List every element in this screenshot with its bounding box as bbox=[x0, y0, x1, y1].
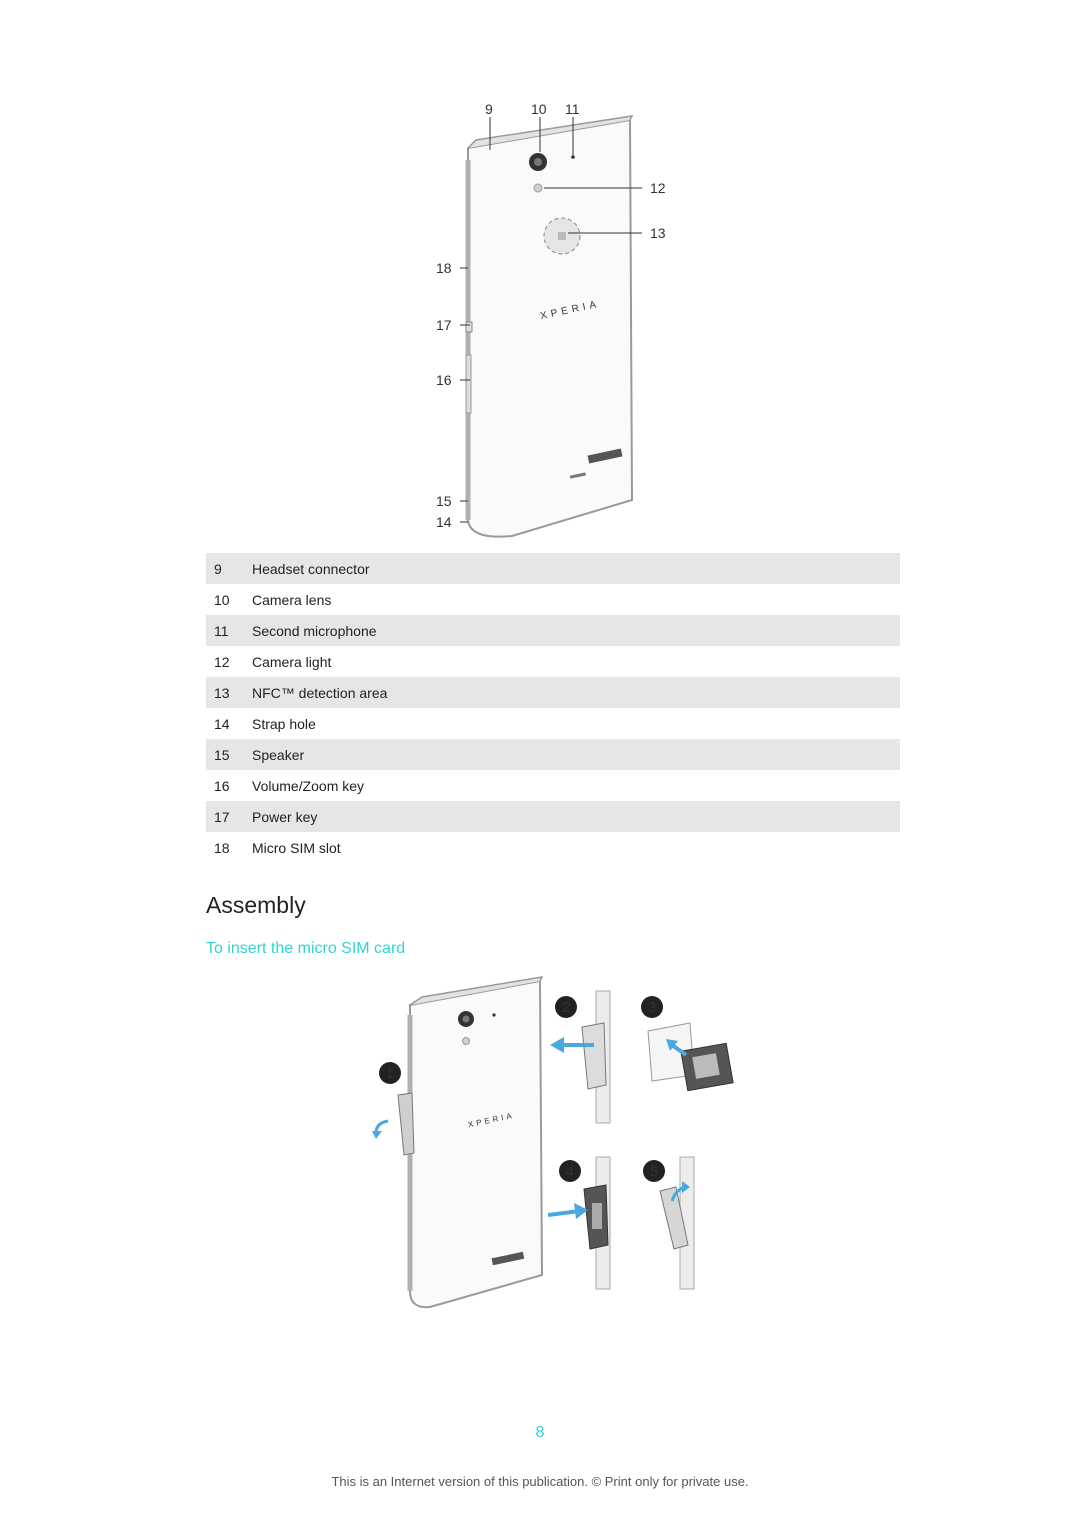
step-4-label: 4 bbox=[566, 1163, 574, 1179]
part-number: 13 bbox=[206, 677, 252, 708]
callout-16: 16 bbox=[436, 372, 452, 388]
part-number: 12 bbox=[214, 653, 230, 670]
part-label: Strap hole bbox=[252, 715, 316, 732]
part-label: Power key bbox=[252, 801, 900, 832]
section-title: Assembly bbox=[206, 892, 306, 918]
part-number: 17 bbox=[206, 801, 252, 832]
table-row: 16 Volume/Zoom key bbox=[206, 770, 900, 801]
callout-13: 13 bbox=[650, 225, 666, 241]
callout-15: 15 bbox=[436, 493, 452, 509]
part-number: 18 bbox=[214, 839, 230, 856]
callout-11: 11 bbox=[565, 101, 580, 117]
part-label: Headset connector bbox=[252, 553, 900, 584]
part-label: NFC™ detection area bbox=[252, 677, 900, 708]
step-badge-5: 5 bbox=[643, 1160, 665, 1182]
step-2-label: 2 bbox=[562, 999, 570, 1015]
step-badge-3: 3 bbox=[641, 996, 663, 1018]
step-3-label: 3 bbox=[648, 999, 656, 1015]
step-badge-2: 2 bbox=[555, 996, 577, 1018]
callout-10: 10 bbox=[531, 101, 547, 117]
table-row: 10 Camera lens bbox=[206, 584, 900, 615]
part-number: 9 bbox=[206, 553, 252, 584]
part-label: Camera lens bbox=[252, 591, 332, 608]
table-row: 18 Micro SIM slot bbox=[206, 832, 900, 863]
part-label: Micro SIM slot bbox=[252, 839, 341, 856]
step-5-label: 5 bbox=[650, 1163, 658, 1179]
part-label: Speaker bbox=[252, 739, 900, 770]
callout-14: 14 bbox=[436, 514, 452, 530]
callout-17: 17 bbox=[436, 317, 452, 333]
part-label: Volume/Zoom key bbox=[252, 777, 365, 794]
step-1-label: 1 bbox=[386, 1065, 394, 1081]
sim-insertion-figure: XPERIA 1 2 3 4 5 bbox=[360, 975, 760, 1315]
callout-12: 12 bbox=[650, 180, 666, 196]
subsection-title: To insert the micro SIM card bbox=[206, 940, 406, 957]
table-row: 12 Camera light bbox=[206, 646, 900, 677]
callout-18: 18 bbox=[436, 260, 452, 276]
table-row: 14 Strap hole bbox=[206, 708, 900, 739]
phone-back-figure: XPERIA 9 10 11 12 13 14 15 16 17 18 bbox=[420, 100, 680, 540]
part-number: 14 bbox=[214, 715, 230, 732]
step-badge-1: 1 bbox=[379, 1062, 401, 1084]
part-number: 10 bbox=[214, 591, 230, 608]
part-number: 16 bbox=[214, 777, 230, 794]
page-number: 8 bbox=[535, 1424, 545, 1441]
part-number: 11 bbox=[206, 615, 252, 646]
step-badge-4: 4 bbox=[559, 1160, 581, 1182]
part-number: 15 bbox=[206, 739, 252, 770]
footer-note: This is an Internet version of this publ… bbox=[331, 1474, 749, 1489]
part-label: Camera light bbox=[252, 653, 332, 670]
part-label: Second microphone bbox=[252, 615, 900, 646]
callout-9: 9 bbox=[485, 101, 493, 117]
